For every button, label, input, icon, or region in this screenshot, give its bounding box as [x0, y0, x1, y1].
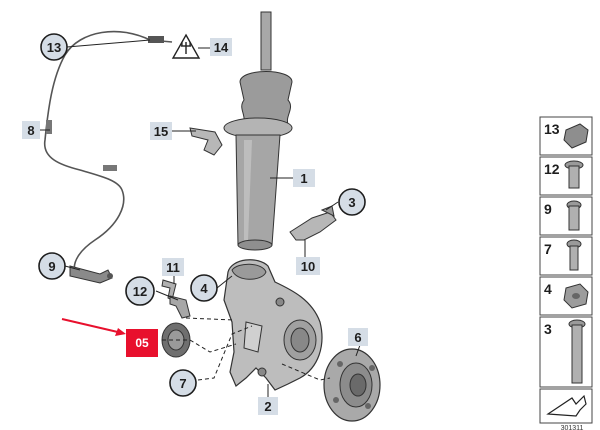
legend-item-12[interactable]: 12 [539, 156, 593, 196]
callout-13-label: 13 [47, 40, 61, 55]
callout-2-label: 2 [264, 399, 271, 414]
callout-8-label: 8 [27, 123, 34, 138]
legend-item-12-label: 12 [544, 161, 560, 177]
callout-4[interactable]: 4 [190, 274, 218, 302]
legend-column: 13 12 9 7 4 [539, 116, 593, 430]
abs-sensor-cable [44, 30, 173, 284]
strut-tube [235, 134, 281, 246]
callout-10[interactable]: 10 [296, 257, 320, 275]
legend-item-4-label: 4 [544, 281, 552, 297]
piston-rod [260, 11, 272, 71]
wheel-hub [323, 348, 381, 422]
small-bracket-11 [161, 279, 177, 301]
callout-12[interactable]: 12 [125, 276, 155, 306]
callout-12-label: 12 [133, 284, 147, 299]
callout-10-label: 10 [301, 259, 315, 274]
legend-item-7-label: 7 [544, 241, 552, 257]
diagram-code: 301311 [561, 425, 584, 430]
legend-item-13[interactable]: 13 [539, 116, 593, 156]
callout-4-label: 4 [200, 281, 208, 296]
callout-15[interactable]: 15 [150, 122, 172, 140]
callout-15-label: 15 [154, 124, 168, 139]
callout-11-label: 11 [166, 260, 180, 275]
callout-3-label: 3 [348, 195, 355, 210]
highlight-badge-05[interactable]: 05 [126, 329, 158, 357]
callout-3[interactable]: 3 [338, 188, 366, 216]
highlight-badge-label: 05 [135, 336, 149, 350]
cable-clip-lower [103, 165, 117, 171]
direction-arrow-box [539, 388, 593, 424]
callout-13[interactable]: 13 [40, 33, 68, 61]
cable-connector [148, 36, 164, 43]
legend-item-4[interactable]: 4 [539, 276, 593, 316]
callout-7-label: 7 [179, 376, 186, 391]
callout-14[interactable]: 14 [210, 38, 232, 56]
leader-lines [40, 39, 361, 397]
cable-clip-upper [46, 120, 52, 134]
direction-arrow-icon [546, 394, 587, 417]
legend-item-9-label: 9 [544, 201, 552, 217]
legend-item-7[interactable]: 7 [539, 236, 593, 276]
strut-top-mount [239, 71, 293, 131]
bracket-3 [289, 211, 337, 241]
callout-14-label: 14 [214, 40, 229, 55]
legend-item-3-label: 3 [544, 321, 552, 337]
strut-assembly [189, 11, 337, 251]
callout-1-label: 1 [300, 171, 307, 186]
callout-7[interactable]: 7 [169, 369, 197, 397]
callout-8[interactable]: 8 [22, 121, 40, 139]
bracket-15 [189, 127, 223, 156]
callout-11[interactable]: 11 [162, 258, 184, 276]
bolt-12 [169, 295, 191, 319]
callout-6[interactable]: 6 [348, 328, 368, 346]
plug-warning-icon [171, 33, 201, 59]
callout-9[interactable]: 9 [38, 252, 66, 280]
legend-item-9[interactable]: 9 [539, 196, 593, 236]
legend-item-3[interactable]: 3 [539, 316, 593, 388]
highlight-arrow [61, 318, 123, 334]
legend-item-13-label: 13 [544, 121, 560, 137]
callout-9-label: 9 [48, 259, 55, 274]
callout-6-label: 6 [354, 330, 361, 345]
steering-knuckle [223, 259, 323, 391]
callout-2[interactable]: 2 [258, 397, 278, 415]
callout-1[interactable]: 1 [293, 169, 315, 187]
